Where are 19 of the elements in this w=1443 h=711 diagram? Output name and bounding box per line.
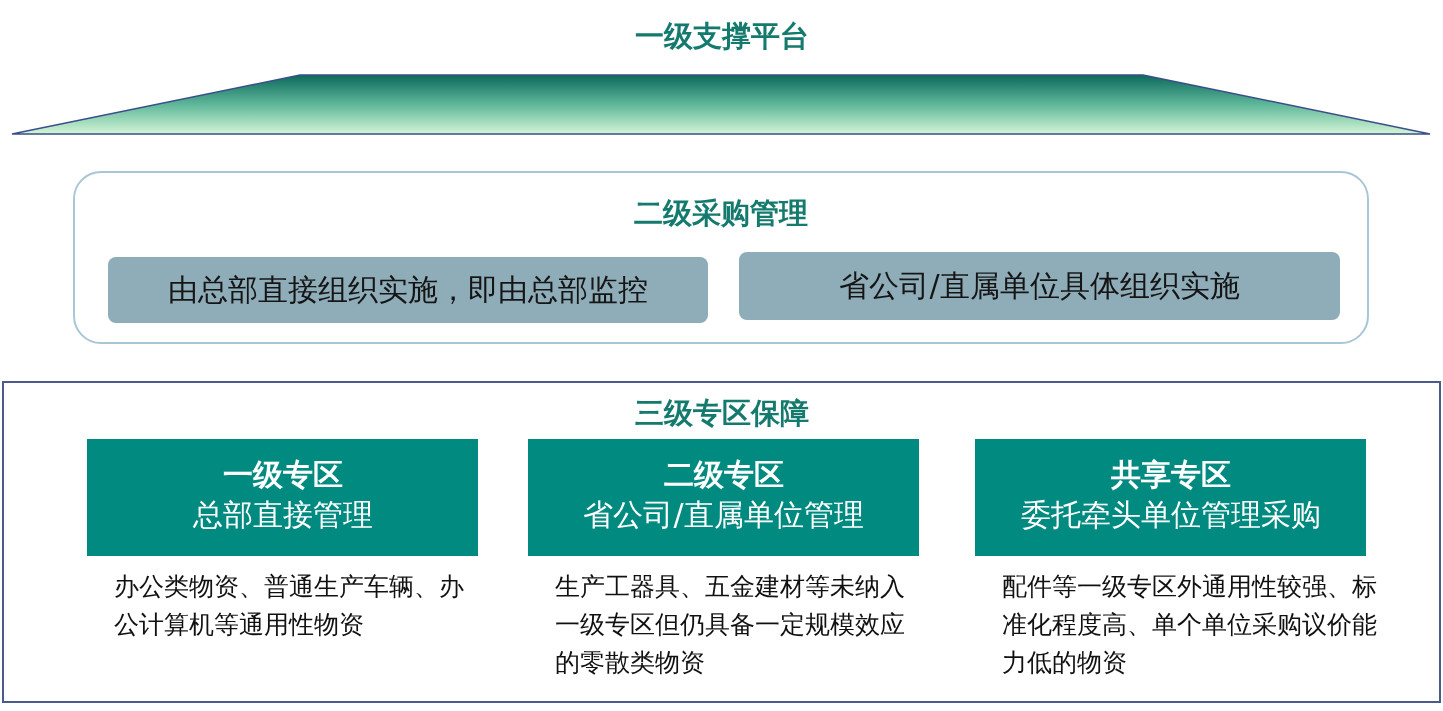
tier-title: 二级采购管理 xyxy=(633,195,809,231)
zone-subtitle: 委托牵头单位管理采购 xyxy=(1019,496,1322,534)
zone-title: 一级专区 xyxy=(221,456,344,494)
platform-title: 一级支撑平台 xyxy=(634,18,810,54)
zone-description: 生产工器具、五金建材等未纳入一级专区但仍具备一定规模效应的零散类物资 xyxy=(555,571,905,679)
zone-box xyxy=(975,439,1366,556)
zone-box xyxy=(87,439,478,556)
zone-description: 配件等一级专区外通用性较强、标准化程度高、单个单位采购议价能力低的物资 xyxy=(1002,571,1377,679)
zone-description: 办公类物资、普通生产车辆、办公计算机等通用性物资 xyxy=(114,571,464,641)
zone-subtitle: 总部直接管理 xyxy=(191,496,374,534)
tier-frame xyxy=(73,171,1369,344)
zone-title: 共享专区 xyxy=(1109,456,1232,494)
tier-frame xyxy=(2,381,1441,703)
info-box: 由总部直接组织实施，即由总部监控 xyxy=(108,257,708,323)
info-box: 省公司/直属单位具体组织实施 xyxy=(739,252,1340,320)
zone-title: 二级专区 xyxy=(662,456,785,494)
zone-box xyxy=(528,439,919,556)
tier-title: 三级专区保障 xyxy=(633,395,810,431)
zone-subtitle: 省公司/直属单位管理 xyxy=(582,496,865,534)
